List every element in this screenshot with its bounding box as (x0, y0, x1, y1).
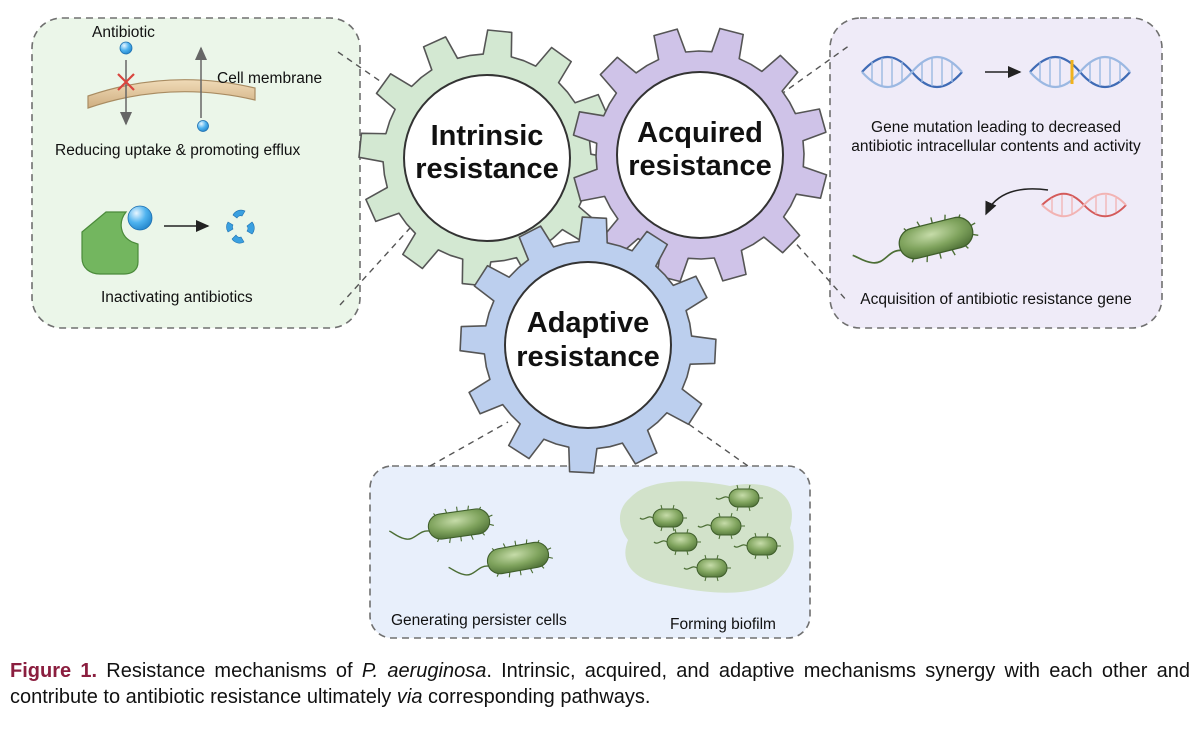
enzyme-icon (81, 205, 153, 275)
blocked-cross-icon (117, 73, 135, 91)
gear-center (504, 261, 672, 429)
gear-acquired (572, 27, 828, 283)
persister-label: Generating persister cells (391, 612, 567, 629)
biofilm-label: Forming biofilm (670, 616, 776, 633)
mutated-dna-icon (1029, 56, 1131, 88)
antibiotic-molecule-icon (119, 41, 133, 55)
uptake-efflux-label: Reducing uptake & promoting efflux (55, 142, 301, 159)
connector-lines (337, 44, 851, 467)
caption-text-a: Resistance mechanisms of (106, 660, 353, 682)
gear-acquired-label-2: resistance (628, 150, 772, 182)
dna-helix-icon (861, 56, 963, 88)
degraded-antibiotic-icon (226, 209, 255, 244)
resistance-diagram: Intrinsic resistance Acquired resistance… (31, 17, 1163, 639)
figure-caption: Figure 1. Resistance mechanisms of P. ae… (10, 658, 1190, 710)
caption-text-b: . Intrinsic, acquired, and adaptive mech… (10, 660, 1191, 708)
caption-text-c: corresponding pathways. (428, 686, 651, 708)
gene-transfer-arrow (985, 188, 1049, 216)
effluxed-antibiotic-icon (197, 120, 209, 132)
caption-via: via (396, 686, 423, 708)
gear-adaptive-label-2: resistance (516, 341, 660, 373)
gear-acquired-label-1: Acquired (637, 117, 763, 149)
cell-membrane-label: Cell membrane (217, 70, 322, 87)
inactivating-label: Inactivating antibiotics (101, 289, 253, 306)
gear-adaptive (459, 216, 717, 474)
gear-adaptive-label-1: Adaptive (527, 307, 649, 339)
gear-center (616, 71, 784, 239)
antibiotic-label: Antibiotic (92, 24, 155, 41)
biofilm-icon (619, 481, 794, 593)
mutation-label-2: antibiotic intracellular contents and ac… (851, 138, 1141, 155)
acquisition-label: Acquisition of antibiotic resistance gen… (860, 291, 1131, 308)
mutation-label-1: Gene mutation leading to decreased (871, 119, 1121, 136)
figure-number: Figure 1. (10, 660, 98, 682)
gear-intrinsic-label-2: resistance (415, 153, 559, 185)
acquired-panel (829, 17, 1163, 329)
gear-intrinsic-label-1: Intrinsic (431, 120, 544, 152)
resistance-gene-dna-icon (1041, 192, 1127, 218)
intrinsic-panel (31, 17, 361, 329)
gear-intrinsic (358, 29, 616, 287)
membrane-illustration (87, 41, 256, 132)
caption-species: P. aeruginosa (361, 660, 487, 682)
gear-center (403, 74, 571, 242)
